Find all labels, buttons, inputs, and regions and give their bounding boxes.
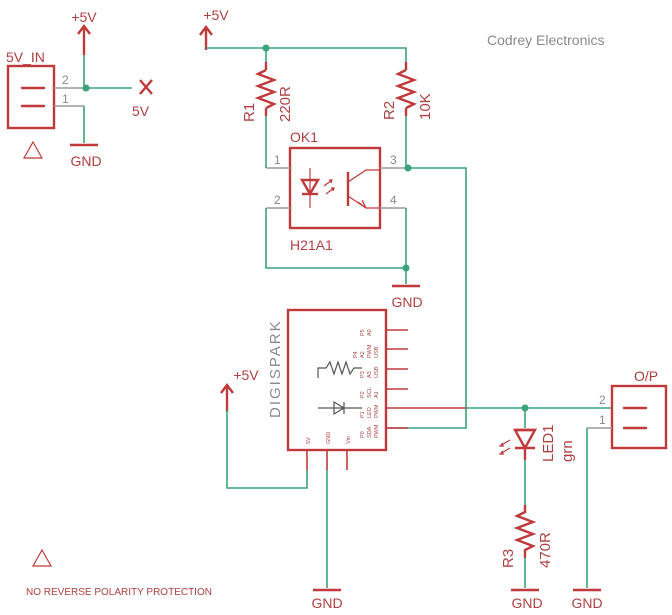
junction-rail bbox=[262, 44, 270, 52]
digispark-pin-p5-name: P5 bbox=[360, 329, 366, 336]
digispark-pin-p2-b: A1 bbox=[374, 391, 380, 398]
digispark-pin-p1-b: PWM bbox=[374, 404, 380, 418]
digispark-pin-p4-a: A2 bbox=[360, 351, 366, 358]
digispark-pin-p3-a: A3 bbox=[367, 371, 373, 378]
digispark-body bbox=[286, 308, 388, 452]
net-label-5v: 5V bbox=[132, 103, 150, 119]
digispark-pin-p5-a: A0 bbox=[367, 329, 373, 336]
output-connector-contacts bbox=[622, 406, 648, 430]
digispark-pin-p0-a: SDA bbox=[367, 426, 373, 438]
resistor-r2-value: 10K bbox=[417, 93, 434, 120]
ground-label-in: GND bbox=[70, 153, 101, 169]
digispark-diode-icon bbox=[333, 400, 346, 416]
digispark-pin-p1-a: LED bbox=[367, 407, 373, 418]
digispark-pin-vin: Vin bbox=[346, 436, 352, 444]
rail-arrow-head bbox=[199, 25, 213, 36]
supply-arrow-head bbox=[77, 24, 91, 35]
digispark-pin-p0-name: P0 bbox=[360, 431, 366, 438]
warning-triangle-note-icon bbox=[31, 548, 53, 567]
led-icon bbox=[512, 428, 538, 451]
wire-5v-in bbox=[83, 55, 132, 89]
digispark-pin-p0-b: PWM bbox=[374, 424, 380, 438]
digispark-resistor-icon bbox=[317, 360, 362, 378]
no-connect-icon bbox=[139, 79, 153, 95]
wire-5v-digispark bbox=[226, 410, 308, 489]
output-connector: O/P 2 1 bbox=[587, 368, 668, 450]
connector-contacts-5v-in bbox=[20, 86, 46, 108]
optocoupler-pin-1: 1 bbox=[274, 153, 281, 167]
digispark-supply-label: +5V bbox=[233, 367, 259, 383]
ground-label-ok1: GND bbox=[391, 294, 422, 310]
ground-label-output: GND bbox=[571, 595, 602, 611]
junction-ok1-gnd bbox=[402, 264, 410, 272]
digispark-pin-p3-b: USB bbox=[374, 366, 380, 378]
resistor-r1-value: 220R bbox=[277, 86, 294, 122]
optocoupler-pin-4: 4 bbox=[390, 193, 397, 207]
warning-triangle-icon bbox=[22, 140, 44, 159]
resistor-r1-name: R1 bbox=[241, 103, 258, 122]
supply-label-5v-in: +5V bbox=[71, 9, 97, 25]
output-pin-2: 2 bbox=[599, 393, 606, 407]
led-color: grn bbox=[559, 440, 576, 462]
digispark-pin-p1-name: P1 bbox=[360, 411, 366, 418]
resistor-r3-zigzag bbox=[513, 505, 537, 558]
connector-body-5v-in bbox=[6, 64, 56, 130]
output-connector-name: O/P bbox=[634, 368, 658, 384]
rail-supply-label: +5V bbox=[203, 7, 229, 23]
power-input-connector: +5V 5V_IN 2 1 5V GND bbox=[6, 9, 153, 169]
digispark-pin-5v: 5V bbox=[306, 437, 312, 444]
ground-label-r3: GND bbox=[511, 595, 542, 611]
resistor-r2-name: R2 bbox=[381, 101, 398, 120]
output-pin-1: 1 bbox=[599, 413, 606, 427]
optocoupler-body bbox=[288, 146, 382, 230]
junction-5v-in bbox=[82, 84, 90, 92]
led-1: LED1 grn bbox=[498, 408, 576, 462]
optocoupler-pin-3: 3 bbox=[390, 153, 397, 167]
resistor-r3-name: R3 bbox=[500, 549, 517, 568]
resistor-r2-zigzag bbox=[394, 68, 418, 110]
digispark-pin-gnd: GND bbox=[326, 432, 332, 444]
resistor-r1: R1 220R bbox=[241, 62, 294, 122]
wire-5v-rail bbox=[206, 47, 407, 62]
wire-ok1-to-p0 bbox=[388, 167, 467, 429]
company-label: Codrey Electronics bbox=[487, 32, 605, 48]
optocoupler-part: H21A1 bbox=[290, 237, 333, 253]
wire-ok1-pin2-gnd bbox=[265, 208, 406, 269]
resistor-r1-zigzag bbox=[254, 68, 278, 110]
optocoupler-pin-2: 2 bbox=[274, 193, 281, 207]
led-name: LED1 bbox=[540, 424, 557, 462]
resistor-r3: R3 470R bbox=[500, 505, 554, 568]
digispark-pin-p2-name: P2 bbox=[360, 391, 366, 398]
resistor-r2: R2 10K bbox=[381, 62, 434, 120]
optocoupler-ok1: OK1 H21A1 1 2 3 4 bbox=[266, 129, 406, 253]
protection-note: NO REVERSE POLARITY PROTECTION bbox=[26, 587, 212, 598]
digispark-board: DIGISPARK P5 A0 P4 A2 PWM USB P3 A3 USB … bbox=[267, 308, 466, 470]
digispark-pin-p4-b: PWM bbox=[367, 344, 373, 358]
output-connector-body bbox=[610, 384, 668, 450]
digispark-pin-p4-name: P4 bbox=[353, 351, 359, 358]
connector-name-5v-in: 5V_IN bbox=[6, 49, 45, 65]
digispark-name: DIGISPARK bbox=[267, 319, 284, 418]
digispark-pin-p2-a: SCL bbox=[367, 387, 373, 398]
digispark-pin-p4-c: USB bbox=[374, 346, 380, 358]
optocoupler-name: OK1 bbox=[290, 129, 318, 145]
digispark-pin-p3-name: P3 bbox=[360, 371, 366, 378]
ground-label-digispark: GND bbox=[311, 595, 342, 611]
resistor-r3-value: 470R bbox=[537, 532, 554, 568]
pin-number-2: 2 bbox=[62, 73, 69, 87]
pin-number-1: 1 bbox=[62, 92, 69, 106]
optocoupler-led-icon bbox=[299, 178, 321, 197]
